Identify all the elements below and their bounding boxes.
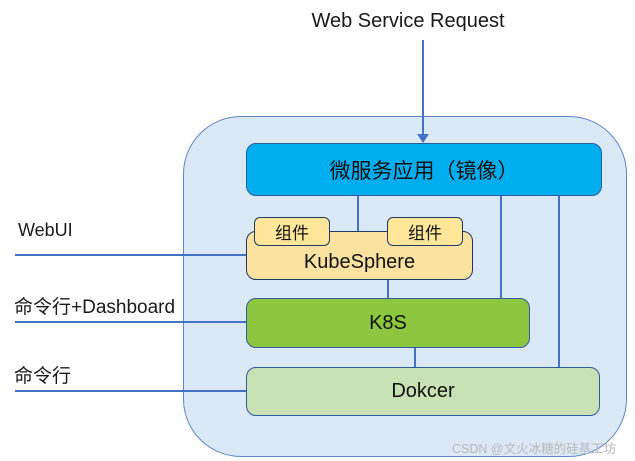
connector-webui-kubesphere bbox=[15, 254, 246, 256]
label-cmd: 命令行 bbox=[14, 366, 72, 387]
csdn-watermark: CSDN @文火冰糖的硅基工坊 bbox=[452, 442, 617, 456]
node-docker: Dokcer bbox=[246, 367, 600, 416]
connector-cmd-docker bbox=[15, 390, 246, 392]
node-k8s: K8S bbox=[246, 298, 530, 348]
label-cmd-dashboard: 命令行+Dashboard bbox=[14, 297, 176, 318]
connector-microservice-kubesphere bbox=[357, 196, 359, 232]
node-component-right-label: 组件 bbox=[408, 224, 442, 243]
label-webui: WebUI bbox=[18, 220, 73, 240]
node-component-left: 组件 bbox=[254, 217, 330, 246]
node-kubesphere-label: KubeSphere bbox=[303, 251, 416, 273]
node-component-right: 组件 bbox=[387, 217, 463, 246]
request-arrow-line bbox=[422, 40, 424, 136]
node-docker-label: Dokcer bbox=[391, 380, 455, 402]
connector-microservice-k8s bbox=[500, 196, 502, 299]
connector-microservice-docker bbox=[558, 196, 560, 368]
node-k8s-label: K8S bbox=[369, 311, 407, 334]
request-arrow-head-icon bbox=[417, 134, 429, 143]
connector-cmd-dashboard-k8s bbox=[15, 321, 246, 323]
connector-k8s-docker bbox=[414, 346, 416, 368]
connector-kubesphere-k8s bbox=[387, 278, 389, 299]
node-component-left-label: 组件 bbox=[275, 224, 309, 243]
diagram-title: Web Service Request bbox=[311, 10, 505, 32]
node-microservice-app-label: 微服务应用（镜像） bbox=[329, 159, 519, 183]
node-microservice-app: 微服务应用（镜像） bbox=[246, 143, 602, 196]
